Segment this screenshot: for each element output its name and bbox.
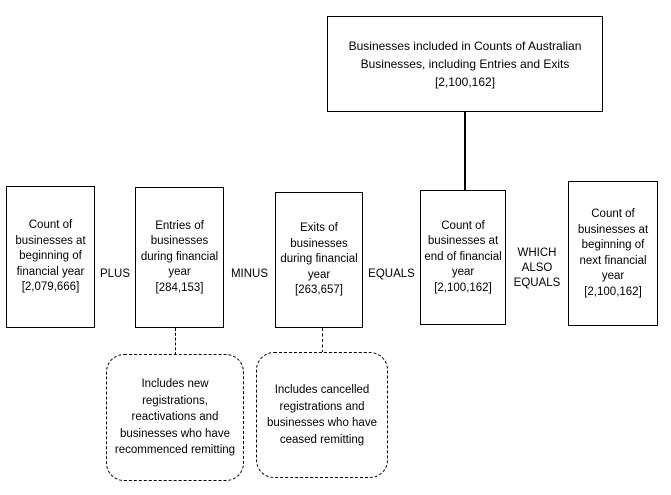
node-count-beginning-next-financial-year-label: Count of businesses at beginning of next… <box>577 208 649 298</box>
callout-entries-note-label: Includes new registrations, reactivation… <box>114 378 236 457</box>
node-businesses-included: Businesses included in Counts of Austral… <box>327 16 603 112</box>
node-count-end-financial-year-label: Count of businesses at end of financial … <box>424 219 502 294</box>
operator-equals: EQUALS <box>363 252 420 282</box>
operator-minus-label: MINUS <box>230 268 269 280</box>
callout-entries-note: Includes new registrations, reactivation… <box>106 354 244 481</box>
node-businesses-included-label: Businesses included in Counts of Austral… <box>348 39 582 89</box>
node-exits-of-businesses-label: Exits of businesses during financial yea… <box>280 222 358 297</box>
connector-title-to-count-end <box>464 112 466 191</box>
connector-exits-to-note <box>322 328 323 353</box>
node-count-beginning-financial-year: Count of businesses at beginning of fina… <box>6 186 95 328</box>
callout-exits-note: Includes cancelled registrations and bus… <box>256 352 388 478</box>
node-count-beginning-financial-year-label: Count of businesses at beginning of fina… <box>15 219 86 294</box>
operator-plus-label: PLUS <box>99 268 131 280</box>
node-entries-of-businesses-label: Entries of businesses during financial y… <box>140 219 219 294</box>
operator-minus: MINUS <box>224 252 275 282</box>
callout-exits-note-label: Includes cancelled registrations and bus… <box>267 384 377 446</box>
node-count-end-financial-year: Count of businesses at end of financial … <box>420 190 506 325</box>
connector-entries-to-note <box>175 328 176 355</box>
operator-equals-label: EQUALS <box>368 268 415 280</box>
operator-which-also-equals-label: WHICH ALSO EQUALS <box>513 247 561 289</box>
node-exits-of-businesses: Exits of businesses during financial yea… <box>275 192 363 328</box>
node-count-beginning-next-financial-year: Count of businesses at beginning of next… <box>568 181 658 326</box>
operator-plus: PLUS <box>95 252 135 282</box>
node-entries-of-businesses: Entries of businesses during financial y… <box>135 187 224 328</box>
operator-which-also-equals: WHICH ALSO EQUALS <box>506 231 568 291</box>
